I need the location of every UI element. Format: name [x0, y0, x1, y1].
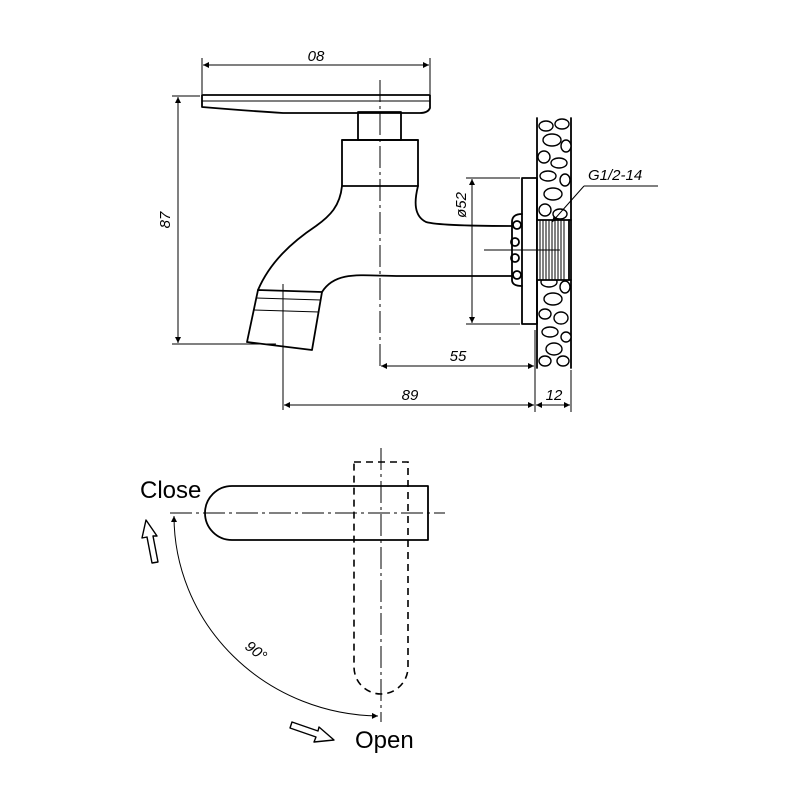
dimension-axis-to-wall: 55	[381, 330, 536, 412]
flange-diameter-text: ø52	[453, 191, 470, 218]
wall-thickness-text: 12	[546, 387, 563, 404]
rotation-arc	[171, 515, 379, 719]
close-direction-arrow	[141, 519, 159, 564]
dimension-height: 87	[157, 95, 276, 345]
side-elevation-view: 08 87 ø52 G1/2-14 55	[157, 48, 658, 412]
height-text: 87	[157, 211, 174, 228]
open-direction-arrow	[289, 721, 335, 743]
spout-body	[246, 185, 514, 351]
axis-to-wall-text: 55	[450, 348, 467, 365]
dimension-flange-diameter: ø52	[453, 177, 520, 325]
rotation-top-view: 90° Close Open	[140, 448, 445, 754]
wall-flange	[510, 177, 538, 325]
wall-stone-pattern	[537, 118, 572, 367]
dimension-spout-to-wall: 89 12	[284, 370, 572, 412]
handle-length-text: 08	[308, 48, 325, 65]
spout-to-wall-text: 89	[402, 387, 419, 404]
handle-lever	[201, 94, 431, 114]
close-label: Close	[140, 477, 201, 504]
center-lines	[282, 80, 560, 410]
open-label: Open	[355, 727, 414, 754]
thread-text: G1/2-14	[588, 167, 642, 184]
thread-callout: G1/2-14	[551, 167, 658, 223]
wall-section	[536, 117, 572, 369]
dimension-handle-length: 08	[201, 48, 431, 94]
rotation-angle-text: 90°	[242, 638, 270, 665]
handle-open-position	[353, 461, 409, 695]
